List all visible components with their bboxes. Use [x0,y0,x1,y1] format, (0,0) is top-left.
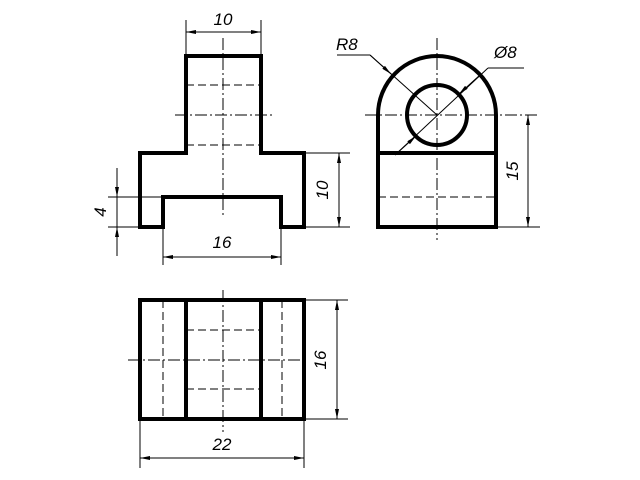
dim-notch-width: 16 [213,233,232,252]
dim-depth: 16 [311,350,330,369]
side-outline [376,54,498,229]
dim-right-height: 10 [313,180,332,199]
dim-notch-height: 4 [91,207,110,216]
dim-hole-diameter: Ø8 [493,43,517,62]
front-view: 10 10 4 16 [91,10,350,265]
front-outline [138,54,306,229]
dim-radius: R8 [336,35,358,54]
dim-top-width: 10 [214,10,233,29]
dim-center-height: 15 [503,161,522,180]
dim-width: 22 [212,435,232,454]
side-view: R8 Ø8 15 [336,35,540,240]
top-view: 16 22 [128,290,348,468]
